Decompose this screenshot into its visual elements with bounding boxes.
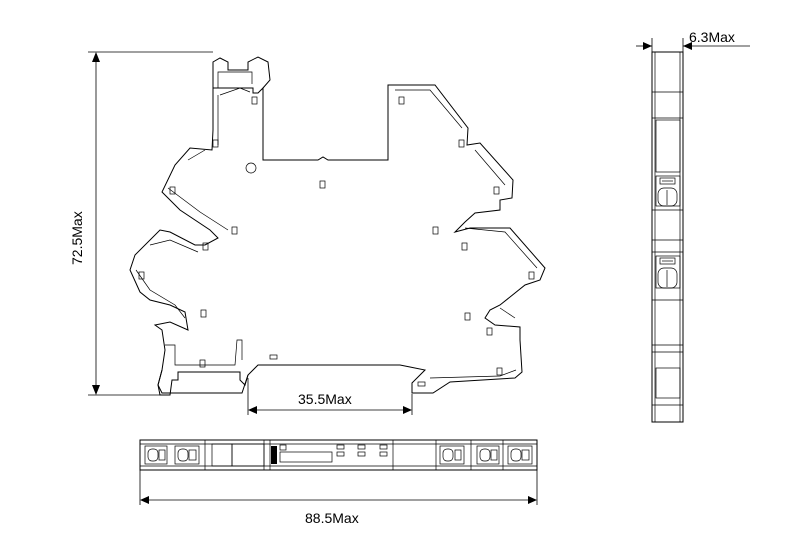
bottom-terminals-left: [144, 440, 206, 470]
side-view: [651, 51, 684, 423]
height-dimension: 72.5Max: [69, 51, 213, 396]
slot-width-label: 35.5Max: [298, 391, 352, 407]
side-terminal-lower: [655, 255, 681, 289]
front-view-outline: [129, 84, 546, 394]
slot-window: [528, 271, 535, 280]
height-label: 72.5Max: [69, 211, 85, 265]
bottom-latch: [157, 369, 249, 396]
front-view: [129, 56, 546, 396]
slot-window: [458, 139, 465, 148]
bottom-view: [139, 439, 538, 471]
side-view-outline: [651, 51, 684, 423]
length-dimension: 88.5Max: [139, 470, 538, 526]
slot-window: [319, 180, 326, 189]
side-terminal-upper: [655, 175, 681, 207]
top-hook: [212, 56, 271, 89]
bottom-latch-inner: [165, 339, 243, 366]
side-thickness-dimension: 6.3Max: [636, 29, 750, 52]
slot-window: [464, 312, 471, 321]
mounting-hole: [245, 162, 257, 174]
slot-window: [231, 226, 238, 235]
slot-window: [169, 186, 176, 195]
inner-contour-right: [395, 89, 538, 379]
side-thickness-label: 6.3Max: [689, 29, 735, 45]
bottom-terminals-right: [435, 440, 533, 470]
length-label: 88.5Max: [305, 510, 359, 526]
relay-contact: [271, 446, 277, 464]
slot-window: [269, 354, 278, 360]
slot-window: [251, 96, 258, 105]
bottom-view-outline: [139, 439, 538, 471]
slot-window: [493, 186, 500, 195]
slot-window: [200, 309, 207, 318]
inner-contour-left: [135, 87, 251, 319]
slot-window: [417, 381, 426, 387]
slot-window: [202, 242, 209, 251]
slot-window: [432, 226, 439, 235]
slot-window: [398, 96, 405, 105]
slot-window: [212, 139, 219, 148]
slot-window: [496, 367, 503, 376]
slot-window: [199, 359, 206, 368]
slot-window: [461, 242, 468, 251]
slot-window: [138, 271, 145, 280]
slot-window: [486, 327, 493, 336]
top-hook-inner: [217, 71, 253, 88]
slot-width-dimension: 35.5Max: [247, 378, 413, 415]
